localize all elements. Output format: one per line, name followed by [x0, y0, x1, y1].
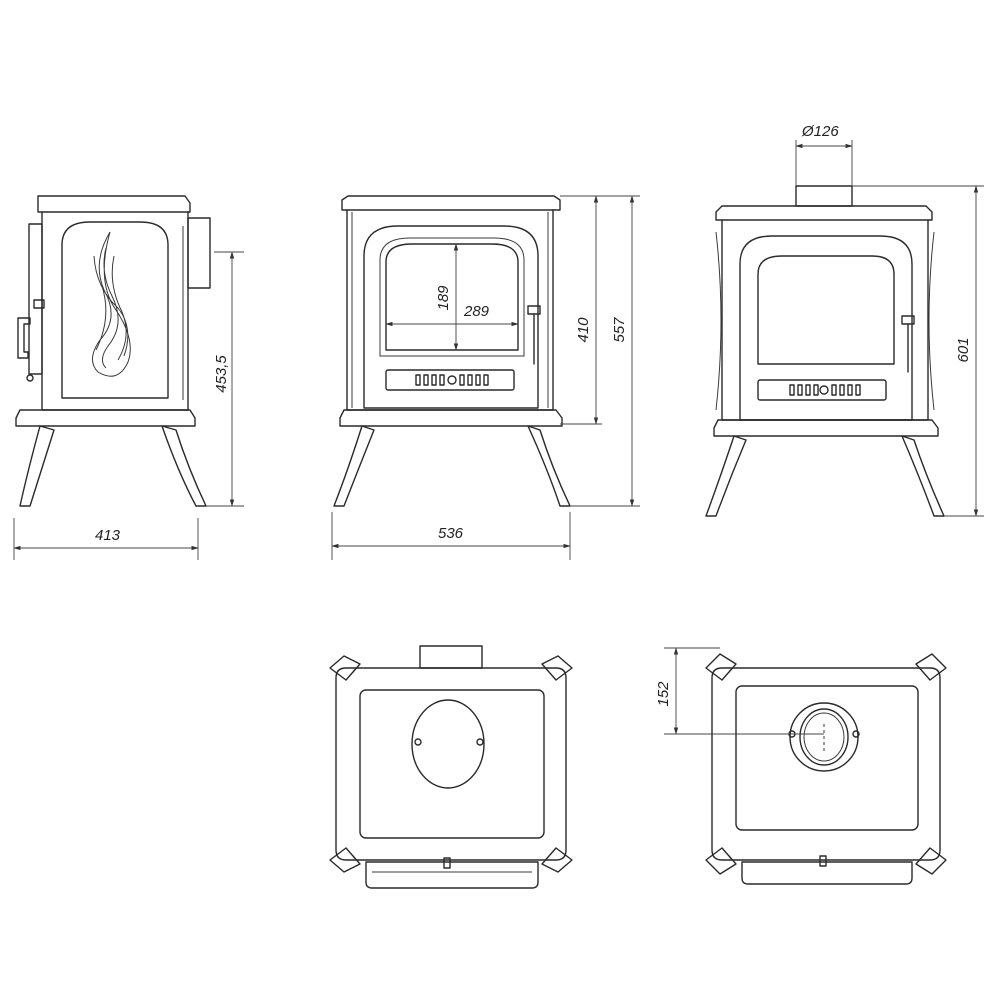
glass-height-label: 189	[435, 285, 452, 311]
flame-icon	[92, 231, 131, 377]
side-view: 413 453,5	[13, 195, 244, 560]
front-width-label: 536	[438, 525, 464, 542]
air-vent	[385, 369, 515, 391]
rear-height-label: 601	[955, 337, 972, 362]
glass-width-label: 289	[463, 303, 490, 320]
flue-diameter-label: Ø126	[801, 123, 839, 140]
top-view-top-flue: 152	[655, 647, 947, 885]
rear-view: Ø126 601	[705, 123, 984, 517]
side-depth-label: 413	[95, 527, 121, 544]
total-height-label: 557	[611, 317, 628, 343]
top-view-rear-flue	[329, 645, 573, 889]
front-view: 189 289 536 410 557	[331, 195, 640, 560]
side-height-label: 453,5	[213, 355, 230, 393]
body-height-label: 410	[575, 317, 592, 343]
flue-offset-label: 152	[655, 681, 672, 707]
